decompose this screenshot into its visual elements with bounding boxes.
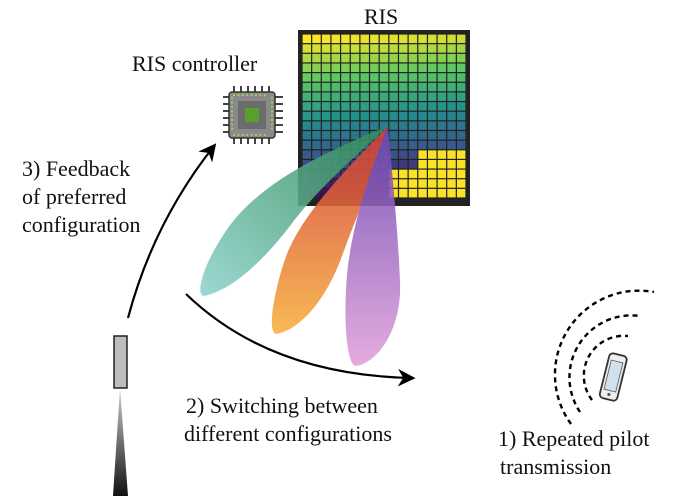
feedback-label-line2: of preferred (22, 184, 127, 209)
beam-patterns (200, 126, 401, 366)
switching-label-line1: 2) Switching between (186, 393, 378, 418)
ris-controller-label: RIS controller (132, 51, 258, 76)
ris-label: RIS (364, 4, 399, 29)
switching-label-line2: different configurations (184, 421, 392, 446)
pilot-label-line1: 1) Repeated pilot (498, 426, 650, 451)
beam-teal (200, 126, 388, 296)
microchip-icon (223, 86, 283, 144)
feedback-label-line1: 3) Feedback (22, 156, 131, 181)
radio-waves-icon (553, 289, 655, 425)
feedback-label-line3: configuration (22, 212, 141, 237)
beam-purple (345, 126, 401, 366)
smartphone-icon (598, 352, 628, 402)
antenna-icon (113, 335, 128, 496)
switching-arrow (185, 293, 416, 387)
beam-orange (271, 126, 388, 334)
feedback-arrow (126, 143, 217, 319)
pilot-label-line2: transmission (500, 454, 612, 479)
